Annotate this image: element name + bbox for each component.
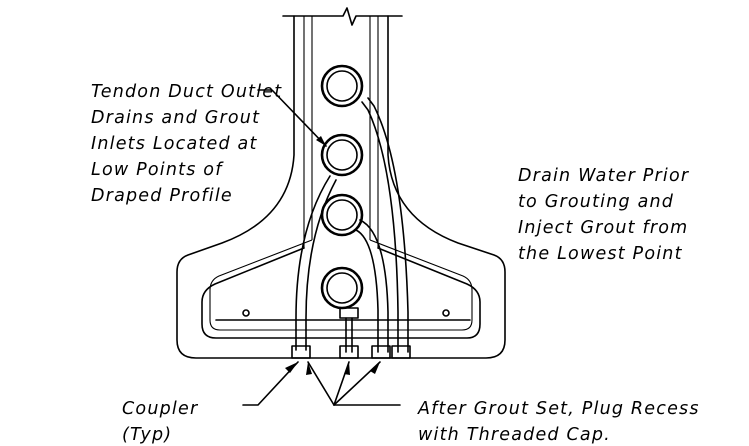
flange-stirrup-inner [209, 239, 473, 331]
coupler-note-line-1: Coupler [122, 399, 199, 419]
drain-note-line-3: Inject Grout from [518, 218, 688, 238]
tendon-note-line-1: Tendon Duct Outlet [91, 82, 282, 102]
couplers [291, 345, 411, 359]
drain-note-line-1: Drain Water Prior [518, 166, 690, 186]
duct-3 [320, 193, 364, 237]
tendon-note-line-3: Inlets Located at [91, 134, 258, 154]
tendon-note-line-2: Drains and Grout [91, 108, 260, 128]
tendon-note-line-5: Draped Profile [91, 186, 233, 206]
coupler-note-line-2: (Typ) [122, 425, 172, 445]
duct-1 [320, 64, 364, 108]
coupler-2 [339, 345, 359, 359]
coupler-note: Coupler (Typ) [122, 399, 205, 445]
drain-note: Drain Water Prior to Grouting and Inject… [518, 166, 696, 264]
leader-coupler [242, 361, 299, 406]
rebar-left [242, 309, 250, 317]
tendon-note: Tendon Duct Outlet Drains and Grout Inle… [91, 82, 289, 206]
plug-note: After Grout Set, Plug Recess with Thread… [417, 399, 706, 445]
coupler-3 [371, 345, 391, 359]
leader-arrowheads [285, 136, 380, 375]
coupler-1 [291, 345, 311, 359]
duct-4 [320, 266, 364, 310]
drain-note-line-4: the Lowest Point [518, 244, 683, 264]
rebar-right [442, 309, 450, 317]
coupler-4 [391, 345, 411, 359]
break-line [282, 7, 403, 26]
leader-plug-a [307, 361, 335, 406]
drain-note-line-2: to Grouting and [518, 192, 674, 212]
duct-2 [320, 133, 364, 177]
tendon-note-line-4: Low Points of [91, 160, 224, 180]
flange-stirrup-outer [201, 247, 481, 339]
drain-pipes [295, 97, 409, 353]
plug-note-line-1: After Grout Set, Plug Recess [417, 399, 700, 419]
tendon-ducts [320, 64, 364, 310]
leader-tendon [257, 89, 327, 147]
plug-note-line-2: with Threaded Cap. [418, 425, 611, 445]
